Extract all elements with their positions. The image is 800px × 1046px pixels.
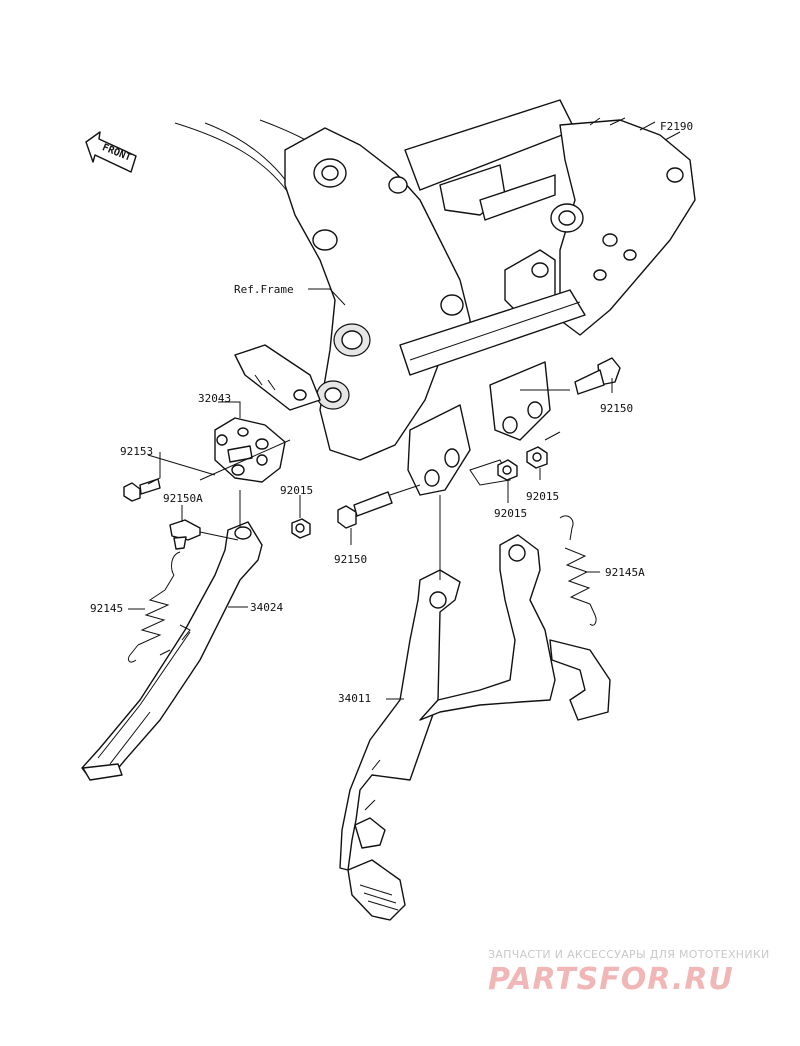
- bolt-92150-right: [574, 357, 621, 395]
- label-92145: 92145: [90, 602, 123, 615]
- nut-92015-left: [291, 518, 311, 539]
- center-stand-34011: [339, 534, 611, 921]
- label-34011: 34011: [338, 692, 371, 705]
- label-34024: 34024: [250, 601, 283, 614]
- nut-92015-mid: [497, 459, 518, 481]
- label-32043: 32043: [198, 392, 231, 405]
- frame-drawing: [174, 99, 696, 496]
- nut-92015-right: [526, 446, 548, 469]
- bolt-92153: [123, 478, 161, 502]
- bracket-32043: [214, 417, 286, 483]
- label-92150-right: 92150: [600, 402, 633, 415]
- spring-92145A: [559, 515, 597, 626]
- front-arrow-icon: FRONT: [85, 131, 137, 173]
- label-92145A: 92145A: [605, 566, 645, 579]
- watermark-tagline: ЗАПЧАСТИ И АКСЕССУАРЫ ДЛЯ МОТОТЕХНИКИ: [488, 948, 770, 961]
- label-92015-left: 92015: [280, 484, 313, 497]
- label-ref-frame: Ref.Frame: [234, 283, 294, 296]
- watermark-logo: PARTSFOR.RU: [488, 962, 734, 997]
- label-92150-mid: 92150: [334, 553, 367, 566]
- label-92015-right: 92015: [526, 490, 559, 503]
- bolt-92150-mid: [337, 491, 393, 529]
- figure-code: F2190: [660, 120, 693, 133]
- side-stand-34024: [81, 521, 263, 781]
- spring-92145: [127, 551, 181, 663]
- label-92015-mid: 92015: [494, 507, 527, 520]
- pin-92150A: [169, 519, 201, 550]
- label-92153: 92153: [120, 445, 153, 458]
- leader-lines: [128, 288, 613, 700]
- label-92150A: 92150A: [163, 492, 203, 505]
